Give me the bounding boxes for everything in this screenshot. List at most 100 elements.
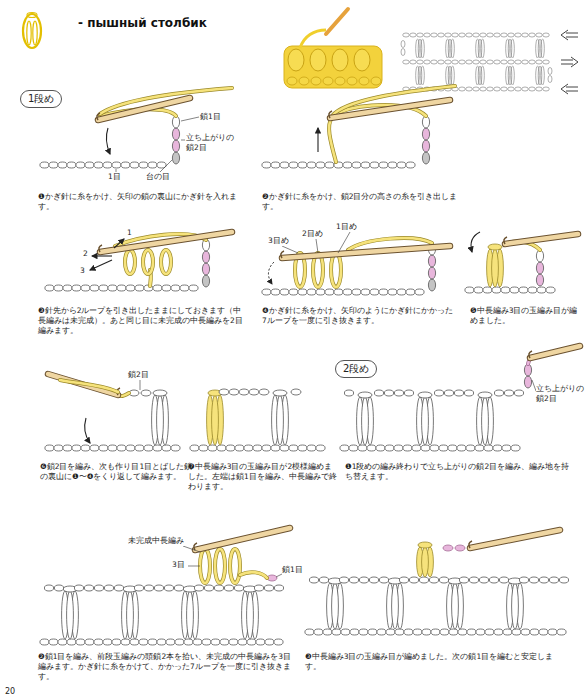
chain-stitch: [412, 445, 421, 451]
chart-chain: [480, 33, 487, 37]
chart-chain: [480, 60, 487, 64]
chart-chain: [452, 60, 459, 64]
chain-stitch: [457, 445, 466, 451]
chain-stitch: [67, 639, 76, 645]
chain-stitch: [454, 390, 463, 396]
step-caption: ❶かぎ針に糸をかけ、矢印の鎖の裏山にかぎ針を入れます。: [38, 192, 243, 212]
chain-stitch: [130, 162, 139, 168]
chain-stitch: [370, 289, 379, 295]
chain-stitch: [519, 287, 528, 293]
yarn-loop: [331, 253, 341, 287]
chart-chain: [536, 33, 543, 37]
part-label: 鎖1目: [200, 112, 221, 122]
chain-stitch: [368, 629, 377, 635]
chain-stitch: [298, 445, 307, 451]
chart-chain: [536, 60, 543, 64]
chain-stitch: [369, 577, 378, 583]
chain-stitch: [202, 639, 211, 645]
chain-stitch: [274, 639, 283, 645]
chain-stitch: [431, 629, 440, 635]
chain-stitch: [103, 639, 112, 645]
chart-chain: [431, 60, 438, 64]
chain-stitch: [280, 289, 289, 295]
chain-stitch: [224, 585, 233, 591]
leader-line: [160, 160, 172, 172]
crochet-hook: [329, 100, 450, 118]
chart-chain: [487, 33, 494, 37]
yarn-outline: [60, 380, 118, 392]
chain-stitch: [262, 289, 271, 295]
chart-chain: [548, 68, 552, 75]
chain-stitch: [485, 629, 494, 635]
chain-stitch: [280, 445, 289, 451]
hook-outline: [282, 246, 450, 258]
chain-stitch: [319, 577, 328, 583]
photo-ground: [278, 8, 386, 96]
symbol-loop: [33, 21, 37, 45]
chart-chain: [466, 87, 473, 91]
chain-stitch: [309, 577, 318, 583]
chain-stitch: [374, 390, 383, 396]
chain-stitch: [429, 577, 438, 583]
yarn-loop-outline: [200, 549, 210, 583]
step-figure: [465, 232, 578, 293]
chain-stitch: [449, 629, 458, 635]
direction-arrow: [114, 239, 124, 248]
chain-stitch: [548, 629, 557, 635]
row-label: 1段め: [28, 93, 54, 104]
swatch-chain: [371, 77, 381, 85]
chart-chain: [431, 33, 438, 37]
chain-stitch: [459, 577, 468, 583]
chain-stitch: [415, 289, 424, 295]
leader-line: [338, 232, 350, 253]
chain-stitch: [530, 629, 539, 635]
page-title: - пышный столбик: [78, 16, 207, 30]
chain-stitch: [229, 639, 238, 645]
yarn-loop-outline: [215, 549, 225, 583]
part-label: 立ち上がりの鎖2目: [186, 133, 234, 153]
chain-stitch: [307, 445, 316, 451]
yarn: [329, 118, 336, 162]
chart-puff: [481, 39, 485, 58]
leader-line: [282, 246, 298, 253]
chain-stitch: [349, 577, 358, 583]
chain-stitch: [76, 162, 85, 168]
chain-stitch: [121, 162, 130, 168]
direction-arrow: [85, 418, 90, 443]
part-label: 3目め: [268, 236, 289, 246]
chart-chain: [417, 33, 424, 37]
chain-stitch: [189, 285, 198, 291]
direction-arrow: [90, 260, 112, 270]
chain-stitch: [141, 390, 151, 396]
chain-stitch: [448, 445, 457, 451]
symbol-top: [27, 13, 37, 18]
chain-stitch: [172, 140, 179, 152]
chain-stitch: [361, 289, 370, 295]
chain-stitch: [536, 262, 543, 274]
swatch-photo: [278, 8, 386, 96]
chain-stitch: [117, 445, 126, 451]
chart-chain: [487, 60, 494, 64]
yarn-loop: [143, 250, 153, 274]
puff-loop: [362, 397, 369, 445]
chart-chain: [466, 60, 473, 64]
part-label: 未完成中長編み: [128, 536, 184, 546]
hook-tip: [469, 541, 472, 548]
step-caption: ❷鎖1目を編み、前段玉編みの頭鎖2本を拾い、未完成の中長編みを3目編みます。かぎ…: [38, 652, 293, 681]
chain-stitch: [443, 545, 453, 551]
chain-stitch: [494, 390, 503, 396]
crochet-hook: [194, 528, 290, 550]
chart-chain: [501, 33, 508, 37]
chain-stitch: [126, 445, 135, 451]
chain-stitch: [388, 289, 397, 295]
chain-stitch: [202, 251, 209, 263]
chart-chain: [515, 33, 522, 37]
step-caption: ❸中長編み3目の玉編み目が編めました。次の鎖1目を編むと安定します。: [305, 652, 567, 672]
part-label: 3: [80, 266, 85, 276]
chart-chain: [548, 76, 552, 83]
chain-stitch: [49, 639, 58, 645]
puff-top: [358, 392, 372, 398]
part-label: 1目: [108, 172, 121, 182]
chart-chain: [438, 60, 445, 64]
chain-stitch: [385, 445, 394, 451]
